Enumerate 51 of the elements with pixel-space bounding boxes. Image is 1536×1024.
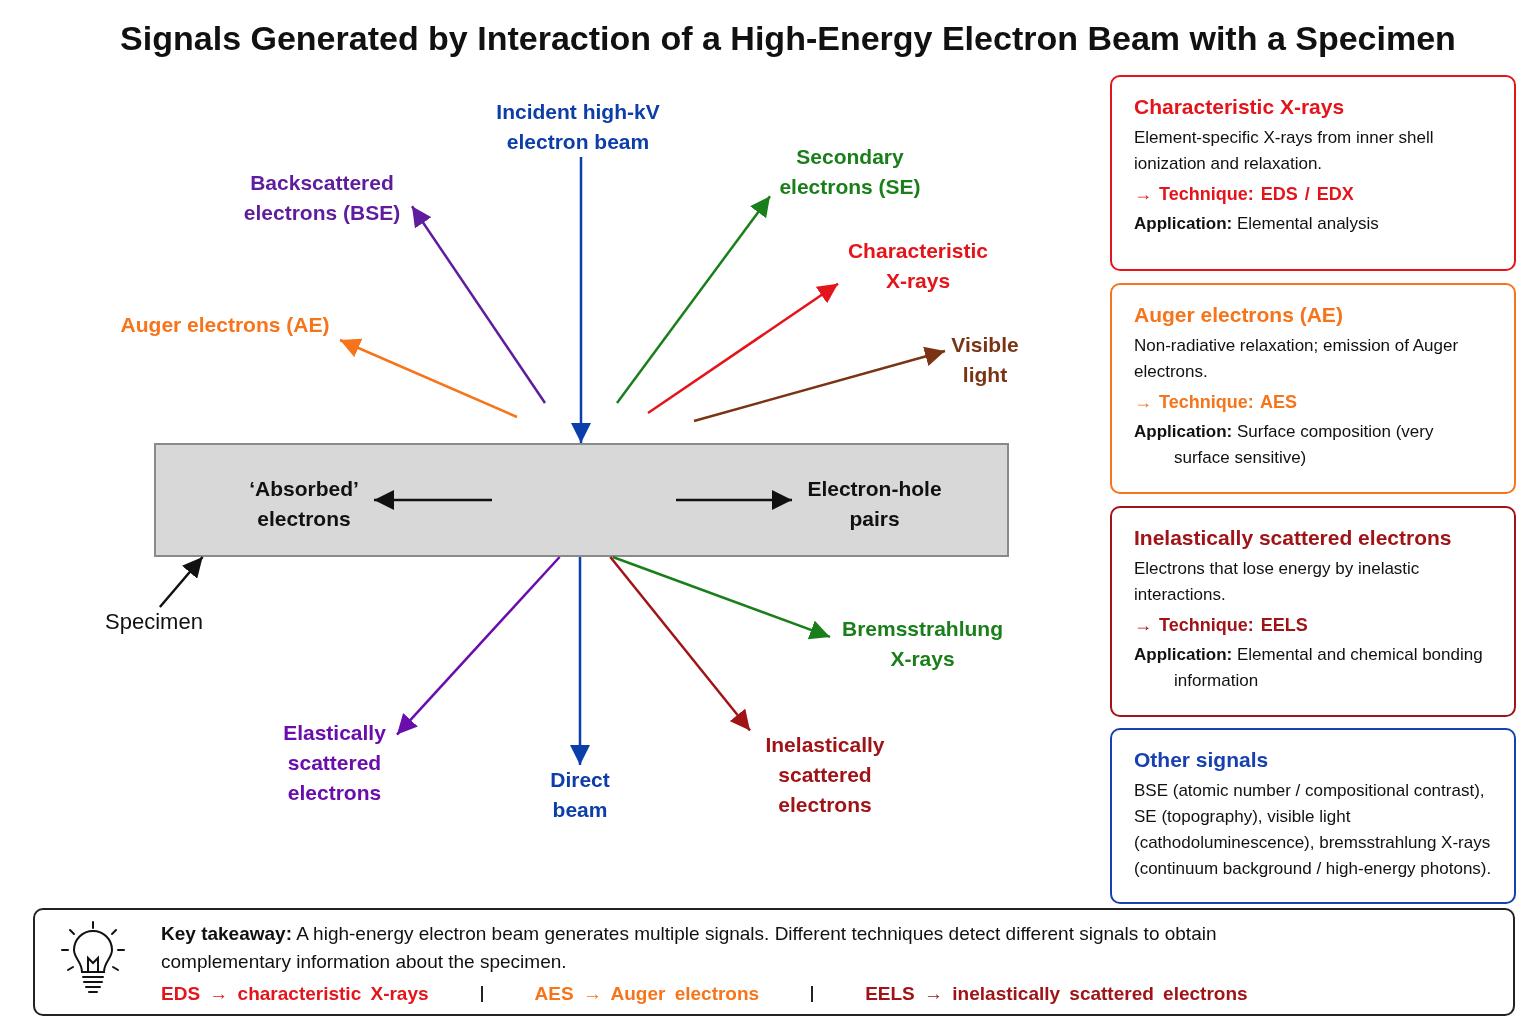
signal-label: Characteristic X-rays xyxy=(838,236,998,296)
specimen-slab xyxy=(154,443,1009,557)
beam-label: Incident high-kV electron beam xyxy=(466,97,690,157)
card-heading: Inelastically scattered electrons xyxy=(1134,525,1453,551)
signal-label: ‘Absorbed’ electrons xyxy=(234,474,374,534)
signal-arrow xyxy=(410,205,547,404)
technique-line: → Technique: EDS / EDX xyxy=(1134,183,1355,206)
signal-label: Electron-hole pairs xyxy=(792,474,957,534)
card-description: Electrons that lose energy by inelastic interactions. xyxy=(1134,558,1421,606)
takeaway-text: Key takeaway: A high-energy electron beam generates multiple signals. Different techniques detect different signals to obtain complementary information about the specimen. xyxy=(161,922,1218,974)
signal-label: Visible light xyxy=(945,330,1025,390)
signal-arrow xyxy=(612,555,831,640)
signal-label: Inelastically scattered electrons xyxy=(750,730,900,820)
diagram-title: Signals Generated by Interaction of a High-Energy Electron Beam with a Specimen xyxy=(119,18,1457,59)
signal-arrow xyxy=(374,490,492,510)
technique-line: → Technique: AES xyxy=(1134,391,1298,414)
specimen-label: Specimen xyxy=(96,607,212,637)
application-line: Application: Elemental analysis xyxy=(1134,213,1380,235)
signal-arrow xyxy=(676,490,792,510)
signal-arrow xyxy=(339,338,518,419)
signal-label: Bremsstrahlung X-rays xyxy=(830,614,1015,674)
card-description: Element-specific X-rays from inner shell ionization and relaxation. xyxy=(1134,127,1435,175)
application-line: Application: Elemental and chemical bonding information xyxy=(1134,644,1484,692)
signal-arrow xyxy=(647,282,839,415)
signal-label: Auger electrons (AE) xyxy=(110,310,340,340)
technique-line: → Technique: EELS xyxy=(1134,614,1309,637)
application-line: Application: Surface composition (very surface sensitive) xyxy=(1134,421,1435,469)
card-description: Non-radiative relaxation; emission of Auger electrons. xyxy=(1134,335,1460,383)
info-card xyxy=(1110,506,1516,717)
card-heading: Characteristic X-rays xyxy=(1134,94,1346,120)
signal-arrow xyxy=(571,157,591,443)
card-heading: Other signals xyxy=(1134,747,1270,773)
card-heading: Auger electrons (AE) xyxy=(1134,302,1344,328)
signal-label: Direct beam xyxy=(540,765,620,825)
card-description: BSE (atomic number / compositional contrast), SE (topography), visible light (cathodoluminescence), bremsstrahlung X-rays (continuum background / high-energy photons). xyxy=(1134,780,1492,880)
technique-mapping: EELS → inelastically scattered electrons xyxy=(865,982,1248,1006)
signal-arrow xyxy=(693,346,946,423)
signal-arrow xyxy=(616,195,771,404)
signal-arrow xyxy=(570,557,590,765)
info-card xyxy=(1110,728,1516,904)
signal-label: Backscattered electrons (BSE) xyxy=(232,168,412,228)
leader-arrow xyxy=(158,556,204,608)
signal-label: Elastically scattered electrons xyxy=(272,718,397,808)
technique-mapping: EDS → characteristic X-rays xyxy=(161,982,429,1006)
info-card xyxy=(1110,283,1516,494)
takeaway-panel xyxy=(33,908,1515,1016)
signal-arrow xyxy=(396,556,561,736)
signal-arrow xyxy=(609,556,751,732)
info-card xyxy=(1110,75,1516,271)
signal-label: Secondary electrons (SE) xyxy=(770,142,930,202)
technique-mapping: AES → Auger electrons xyxy=(534,982,760,1006)
